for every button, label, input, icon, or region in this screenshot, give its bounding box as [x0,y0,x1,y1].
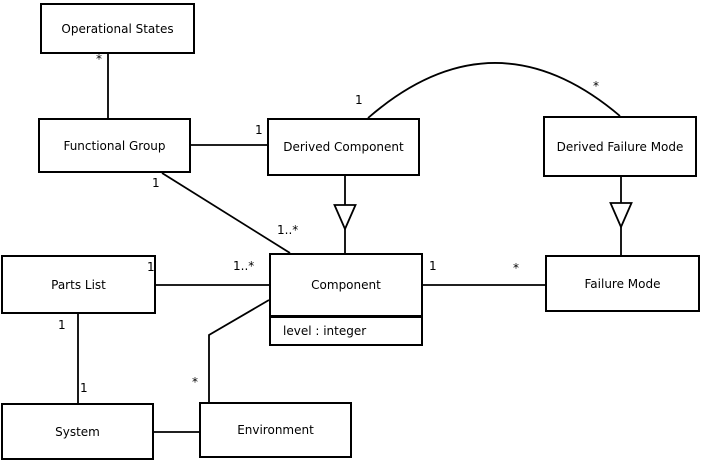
class-name-label: Derived Failure Mode [556,139,684,154]
multiplicity-operational-states-end: * [96,52,102,66]
class-parts-list: Parts List [1,255,156,314]
multiplicity-component-from-functional-group: 1..* [277,223,299,237]
multiplicity-parts-list-right-end: 1 [147,260,155,274]
association-component-environment [208,299,270,402]
multiplicity-system-top-end: 1 [80,381,88,395]
multiplicity-arc-derived-failure-mode-end: * [593,79,599,93]
generalization-arrow-derived-failure-mode [609,202,633,230]
class-functional-group: Functional Group [38,118,191,173]
class-name-label: Environment [237,423,314,437]
association-arc-derived-component-derived-failure-mode [367,62,621,119]
multiplicity-environment-top-end: * [192,375,198,389]
multiplicity-functional-group-end: 1 [152,176,160,190]
multiplicity-failure-mode-left-end: * [513,261,519,275]
class-attribute-compartment: level : integer [271,318,421,344]
class-failure-mode: Failure Mode [545,255,700,312]
class-system: System [1,403,154,460]
class-name-label: Functional Group [63,138,166,153]
multiplicity-arc-derived-component-end: 1 [355,93,363,107]
multiplicity-component-right-end: 1 [429,259,437,273]
class-name-label: Component [311,278,381,292]
class-name-label: System [55,424,100,439]
class-derived-failure-mode: Derived Failure Mode [543,116,697,177]
class-name-label: Derived Component [283,140,404,154]
generalization-arrow-derived-component [333,204,357,232]
class-name-label: Failure Mode [584,276,661,291]
class-derived-component: Derived Component [267,118,420,176]
class-name-compartment: Component [271,255,421,318]
association-functional-group-component [161,172,291,254]
multiplicity-derived-component-assoc-end: 1 [255,123,263,137]
class-operational-states: Operational States [40,3,195,54]
class-name-label: Operational States [61,21,174,36]
class-attribute-label: level : integer [283,324,367,338]
class-name-label: Parts List [51,277,106,292]
multiplicity-parts-list-bottom-end: 1 [58,318,66,332]
multiplicity-component-from-parts-list: 1..* [233,259,255,273]
class-component: Component level : integer [269,253,423,346]
class-environment: Environment [199,402,352,458]
